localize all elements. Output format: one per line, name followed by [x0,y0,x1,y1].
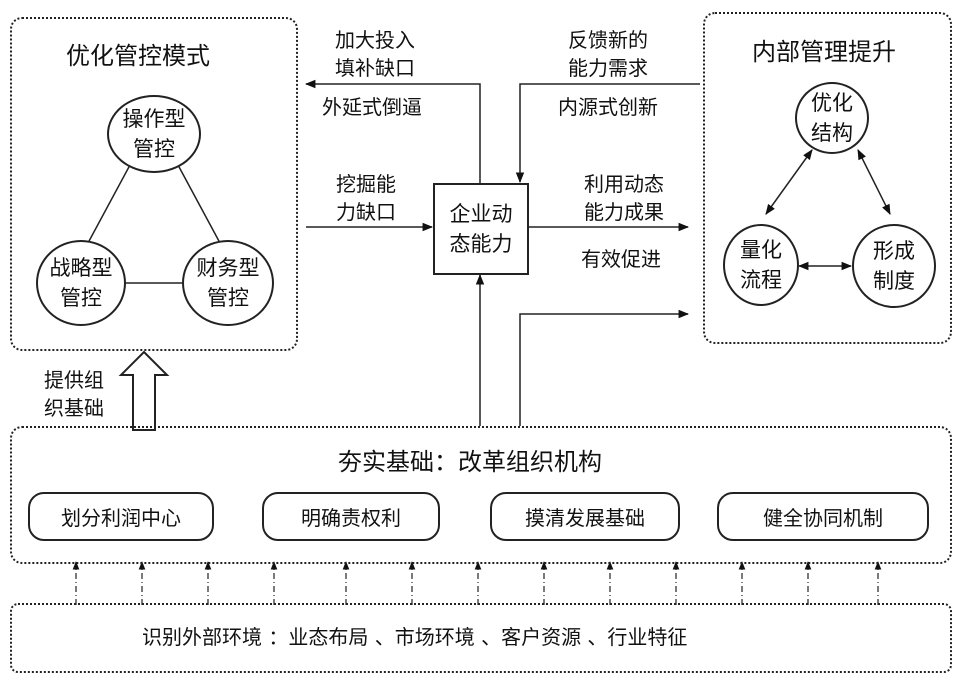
node-form-system-label: 形成 制度 [873,239,915,293]
edge-structure-system [857,149,891,215]
foundation-panel [10,426,952,564]
node-optimize-structure: 优化 结构 [795,82,869,154]
foundation-item-label: 摸清发展基础 [525,506,645,530]
node-operational-label: 操作型 管控 [122,107,186,161]
center-box-label: 企业动 态能力 [449,202,513,256]
left-panel [10,17,298,351]
node-strategic: 战略型 管控 [36,240,126,326]
edge-operational-strategic [87,164,131,244]
environment-text: 识别外部环境 ：业态布局 、市场环境 、客户资源 、行业特征 [142,625,688,649]
node-quantify-process-label: 量化 流程 [740,238,782,292]
env-arrows [72,561,882,605]
foundation-item-label: 健全协同机制 [763,506,883,530]
node-form-system: 形成 制度 [852,224,936,308]
node-quantify-process: 量化 流程 [723,224,799,306]
node-financial-label: 财务型 管控 [196,256,260,310]
arrow-foundation-to-right [519,309,690,426]
foundation-item-responsibility: 明确责权利 [262,492,440,541]
foundation-item-development-base: 摸清发展基础 [490,492,680,541]
foundation-item-profit-center: 划分利润中心 [28,492,214,541]
environment-panel [10,603,952,673]
label-use-results: 利用动态 能力成果 [584,172,664,224]
node-optimize-structure-label: 优化 结构 [811,91,853,145]
label-endogenous-innovation: 内源式创新 [558,95,658,119]
right-panel-title: 内部管理提升 [752,38,896,66]
arrow-center-to-left-top [304,79,481,186]
label-provide-foundation: 提供组 织基础 [44,368,104,420]
arrow-right-to-center [515,83,700,184]
left-panel-title: 优化管控模式 [66,42,210,70]
node-strategic-label: 战略型 管控 [49,256,113,310]
label-feedback-demand: 反馈新的 能力需求 [568,28,648,80]
edge-operational-financial [177,164,221,244]
center-dynamic-capability-box: 企业动 态能力 [433,183,529,275]
foundation-item-label: 明确责权利 [301,506,401,530]
label-dig-gap: 挖掘能 力缺口 [336,172,396,224]
label-increase-investment: 加大投入 填补缺口 [335,28,415,80]
foundation-item-label: 划分利润中心 [61,506,181,530]
node-operational: 操作型 管控 [107,95,201,173]
node-financial: 财务型 管控 [182,240,274,326]
label-extension-force: 外延式倒逼 [322,95,422,119]
right-panel [703,12,952,344]
label-effective-promotion: 有效促进 [581,247,661,271]
foundation-title: 夯实基础：改革组织机构 [338,448,602,476]
big-up-arrow [118,350,170,431]
foundation-item-coordination: 健全协同机制 [717,492,929,541]
edge-structure-process [765,149,813,215]
